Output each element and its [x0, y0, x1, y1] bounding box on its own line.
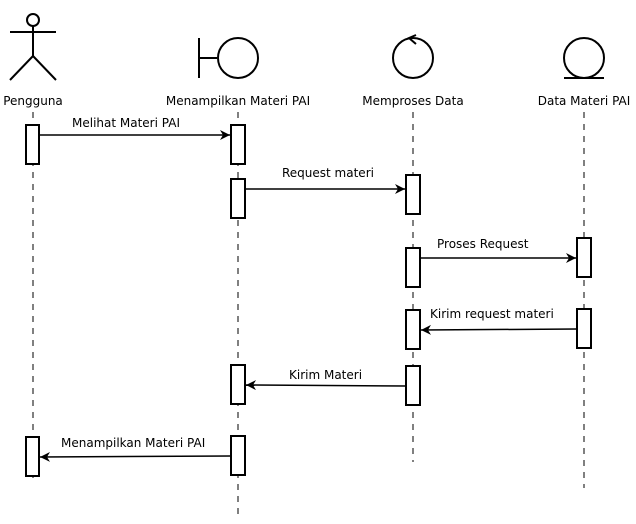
activation-bar: [405, 247, 421, 288]
message-label: Request materi: [282, 166, 374, 180]
participant-name-pengguna: Pengguna: [3, 94, 63, 108]
activation-bar: [230, 364, 246, 405]
message-arrow: [245, 380, 407, 391]
actor-icon: [9, 13, 57, 81]
participant-name-data: Data Materi PAI: [538, 94, 631, 108]
message-label: Kirim Materi: [289, 368, 362, 382]
activation-bar: [25, 436, 40, 477]
message-label: Melihat Materi PAI: [72, 116, 180, 130]
message-label: Menampilkan Materi PAI: [61, 436, 205, 450]
control-icon: [392, 34, 434, 79]
activation-bar: [576, 308, 592, 349]
message-label: Kirim request materi: [430, 307, 554, 321]
activation-bar: [230, 435, 246, 476]
activation-bar: [230, 124, 246, 165]
message-arrow: [420, 324, 578, 335]
activation-bar: [405, 174, 421, 215]
activation-bar: [576, 237, 592, 278]
boundary-icon: [198, 37, 259, 79]
message-label: Proses Request: [437, 237, 529, 251]
message-arrow: [39, 451, 232, 462]
activation-bar: [230, 178, 246, 219]
entity-icon: [563, 37, 605, 79]
participant-name-menampilkan: Menampilkan Materi PAI: [166, 94, 310, 108]
activation-bar: [25, 124, 40, 165]
activation-bar: [405, 309, 421, 350]
participant-name-memproses: Memproses Data: [362, 94, 463, 108]
activation-bar: [405, 365, 421, 406]
